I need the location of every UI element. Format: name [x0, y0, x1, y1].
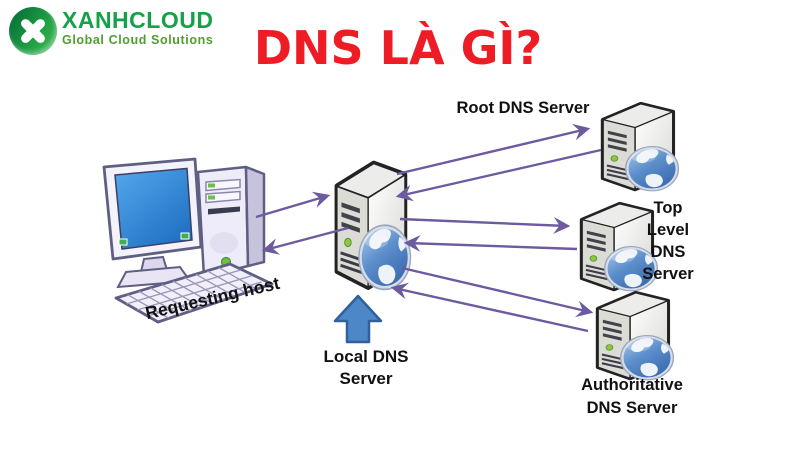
authoritative-dns-server-label: Authoritative DNS Server [581, 376, 683, 417]
brand-name: XANHCLOUD [62, 7, 214, 33]
logo: XANHCLOUD Global Cloud Solutions [9, 7, 213, 55]
local-dns-server-icon [324, 152, 416, 294]
arrow-local-to-auth [401, 266, 594, 318]
root-dns-server-label: Root DNS Server [456, 99, 590, 117]
up-arrow-icon [333, 294, 383, 344]
authoritative-dns-server-icon [585, 285, 679, 383]
arrow-local-to-root [396, 123, 591, 176]
brand-tagline: Global Cloud Solutions [62, 33, 214, 47]
arrow-auth-to-local [390, 282, 589, 333]
arrow-local-to-tld [399, 217, 571, 234]
page-title: DNS LÀ GÌ? [253, 21, 543, 75]
top-level-dns-server-label: Top Level DNS Server [642, 199, 694, 283]
local-dns-server-label: Local DNS Server [323, 347, 409, 388]
x-icon [9, 7, 57, 55]
arrow-tld-to-local [403, 235, 578, 252]
root-dns-server-icon [590, 96, 684, 194]
arrow-root-to-local [395, 148, 602, 202]
computer-icon [102, 157, 274, 324]
